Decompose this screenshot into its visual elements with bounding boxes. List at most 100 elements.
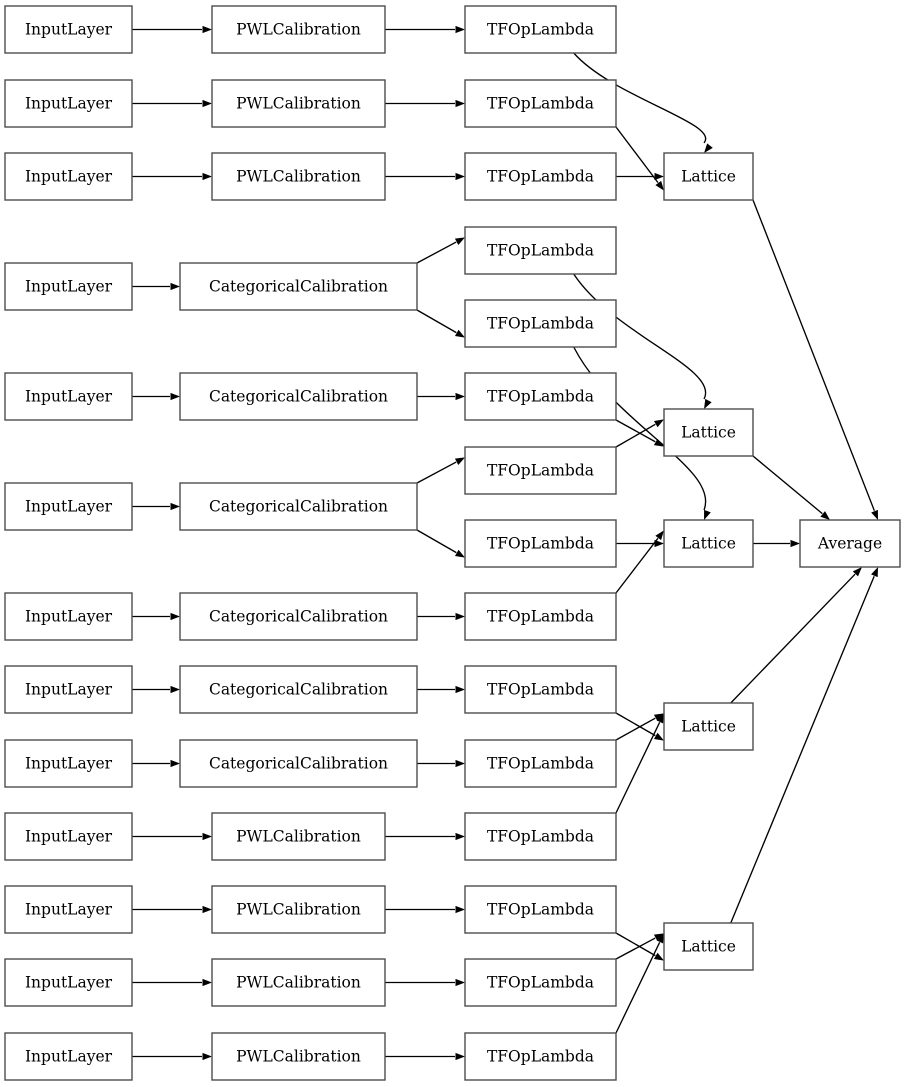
node-box-lat4[interactable]	[663, 702, 754, 751]
node-tfop-op6[interactable]: TFOpLambda	[464, 372, 617, 421]
node-box-in9[interactable]	[4, 739, 133, 788]
node-tfop-op13[interactable]: TFOpLambda	[464, 885, 617, 934]
node-average-avg[interactable]: Average	[799, 519, 901, 568]
edge-arrowhead	[455, 759, 465, 768]
node-box-op12[interactable]	[464, 812, 617, 861]
node-input-in4[interactable]: InputLayer	[4, 262, 133, 311]
node-box-in11[interactable]	[4, 885, 133, 934]
node-tfop-op7[interactable]: TFOpLambda	[464, 446, 617, 495]
node-box-cal2[interactable]	[211, 79, 386, 128]
node-tfop-op3[interactable]: TFOpLambda	[464, 152, 617, 201]
node-box-in7[interactable]	[4, 592, 133, 641]
node-box-cal6[interactable]	[179, 482, 418, 531]
node-tfop-op2[interactable]: TFOpLambda	[464, 79, 617, 128]
node-box-in13[interactable]	[4, 1032, 133, 1081]
node-calib-cal11[interactable]: PWLCalibration	[211, 885, 386, 934]
edge-arrowhead	[653, 732, 664, 741]
node-calib-cal2[interactable]: PWLCalibration	[211, 79, 386, 128]
node-input-in9[interactable]: InputLayer	[4, 739, 133, 788]
node-box-lat5[interactable]	[663, 922, 754, 971]
node-lattice-lat2[interactable]: Lattice	[663, 408, 754, 457]
node-box-cal3[interactable]	[211, 152, 386, 201]
node-box-cal12[interactable]	[211, 958, 386, 1007]
node-box-lat2[interactable]	[663, 408, 754, 457]
node-box-op15[interactable]	[464, 1032, 617, 1081]
node-input-in12[interactable]: InputLayer	[4, 958, 133, 1007]
node-box-cal1[interactable]	[211, 5, 386, 54]
node-tfop-op11[interactable]: TFOpLambda	[464, 739, 617, 788]
node-box-in4[interactable]	[4, 262, 133, 311]
node-box-cal8[interactable]	[179, 665, 418, 714]
node-box-in5[interactable]	[4, 372, 133, 421]
node-tfop-op1[interactable]: TFOpLambda	[464, 5, 617, 54]
edge-arrowhead	[202, 25, 212, 34]
node-box-in10[interactable]	[4, 812, 133, 861]
node-box-op4[interactable]	[464, 226, 617, 275]
edge-arrowhead	[455, 172, 465, 181]
edge-op6-to-lat2	[615, 419, 656, 443]
node-input-in6[interactable]: InputLayer	[4, 482, 133, 531]
node-box-op9[interactable]	[464, 592, 617, 641]
node-box-in12[interactable]	[4, 958, 133, 1007]
node-box-cal5[interactable]	[179, 372, 418, 421]
node-box-lat1[interactable]	[663, 152, 754, 201]
node-input-in1[interactable]: InputLayer	[4, 5, 133, 54]
node-input-in8[interactable]: InputLayer	[4, 665, 133, 714]
node-calib-cal4[interactable]: CategoricalCalibration	[179, 262, 418, 311]
node-input-in3[interactable]: InputLayer	[4, 152, 133, 201]
node-box-op3[interactable]	[464, 152, 617, 201]
node-tfop-op12[interactable]: TFOpLambda	[464, 812, 617, 861]
node-box-in1[interactable]	[4, 5, 133, 54]
node-calib-cal10[interactable]: PWLCalibration	[211, 812, 386, 861]
node-input-in7[interactable]: InputLayer	[4, 592, 133, 641]
edge-op4-to-lat2	[573, 273, 707, 400]
node-box-op13[interactable]	[464, 885, 617, 934]
node-calib-cal13[interactable]: PWLCalibration	[211, 1032, 386, 1081]
node-tfop-op9[interactable]: TFOpLambda	[464, 592, 617, 641]
node-calib-cal1[interactable]: PWLCalibration	[211, 5, 386, 54]
node-lattice-lat1[interactable]: Lattice	[663, 152, 754, 201]
node-box-op11[interactable]	[464, 739, 617, 788]
node-tfop-op4[interactable]: TFOpLambda	[464, 226, 617, 275]
node-calib-cal12[interactable]: PWLCalibration	[211, 958, 386, 1007]
node-box-lat3[interactable]	[663, 519, 754, 568]
node-box-cal13[interactable]	[211, 1032, 386, 1081]
node-box-in6[interactable]	[4, 482, 133, 531]
node-box-cal4[interactable]	[179, 262, 418, 311]
node-input-in13[interactable]: InputLayer	[4, 1032, 133, 1081]
node-lattice-lat4[interactable]: Lattice	[663, 702, 754, 751]
node-tfop-op5[interactable]: TFOpLambda	[464, 299, 617, 348]
node-box-op14[interactable]	[464, 958, 617, 1007]
node-calib-cal9[interactable]: CategoricalCalibration	[179, 739, 418, 788]
node-lattice-lat3[interactable]: Lattice	[663, 519, 754, 568]
node-input-in2[interactable]: InputLayer	[4, 79, 133, 128]
node-box-avg[interactable]	[799, 519, 901, 568]
node-input-in10[interactable]: InputLayer	[4, 812, 133, 861]
node-box-in8[interactable]	[4, 665, 133, 714]
node-input-in11[interactable]: InputLayer	[4, 885, 133, 934]
node-box-op1[interactable]	[464, 5, 617, 54]
node-box-cal7[interactable]	[179, 592, 418, 641]
node-box-op5[interactable]	[464, 299, 617, 348]
node-calib-cal8[interactable]: CategoricalCalibration	[179, 665, 418, 714]
node-tfop-op8[interactable]: TFOpLambda	[464, 519, 617, 568]
node-box-in3[interactable]	[4, 152, 133, 201]
node-tfop-op15[interactable]: TFOpLambda	[464, 1032, 617, 1081]
node-calib-cal7[interactable]: CategoricalCalibration	[179, 592, 418, 641]
node-box-cal9[interactable]	[179, 739, 418, 788]
node-box-op7[interactable]	[464, 446, 617, 495]
node-input-in5[interactable]: InputLayer	[4, 372, 133, 421]
node-box-op6[interactable]	[464, 372, 617, 421]
node-tfop-op10[interactable]: TFOpLambda	[464, 665, 617, 714]
node-box-op2[interactable]	[464, 79, 617, 128]
node-box-cal10[interactable]	[211, 812, 386, 861]
node-box-in2[interactable]	[4, 79, 133, 128]
node-box-cal11[interactable]	[211, 885, 386, 934]
node-lattice-lat5[interactable]: Lattice	[663, 922, 754, 971]
node-tfop-op14[interactable]: TFOpLambda	[464, 958, 617, 1007]
node-calib-cal3[interactable]: PWLCalibration	[211, 152, 386, 201]
node-calib-cal5[interactable]: CategoricalCalibration	[179, 372, 418, 421]
node-box-op10[interactable]	[464, 665, 617, 714]
node-box-op8[interactable]	[464, 519, 617, 568]
node-calib-cal6[interactable]: CategoricalCalibration	[179, 482, 418, 531]
